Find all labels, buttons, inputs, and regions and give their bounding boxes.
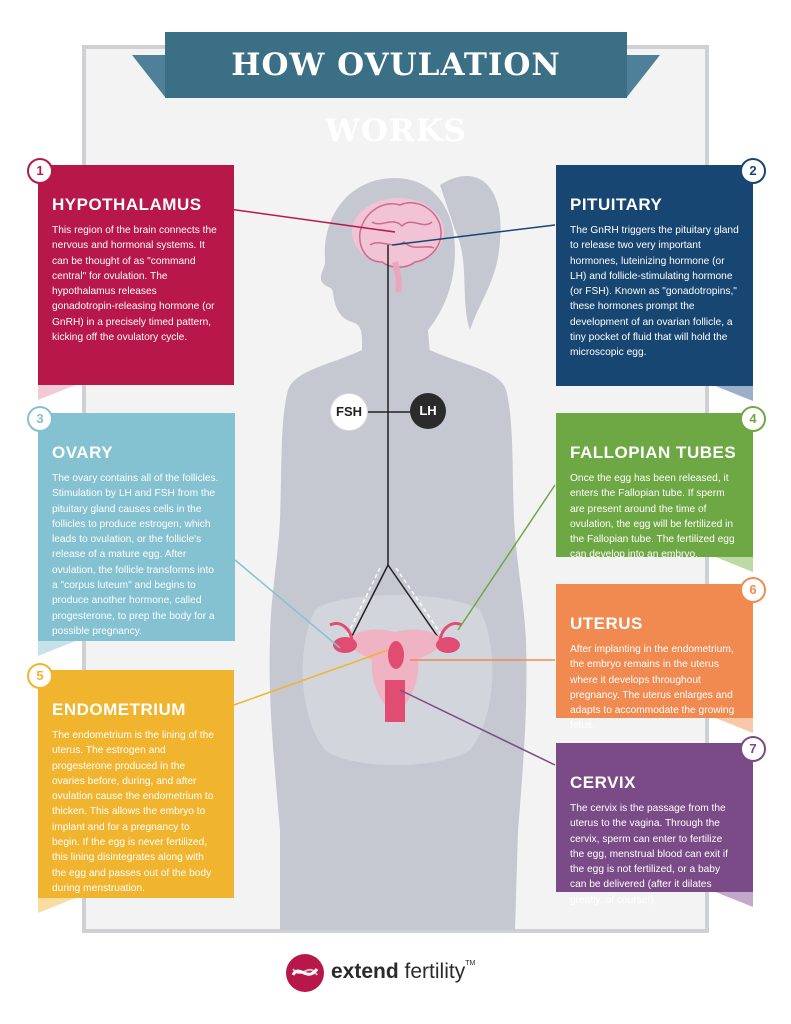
pituitary-box-tab bbox=[713, 385, 753, 401]
banner-fold-right bbox=[627, 55, 660, 97]
ponytail-shape bbox=[440, 176, 501, 330]
endometrium-title: ENDOMETRIUM bbox=[52, 700, 186, 719]
extend-fertility-logo[interactable]: extend fertilityTM bbox=[285, 953, 545, 993]
pituitary-title: PITUITARY bbox=[570, 195, 663, 214]
pathway-right-branch bbox=[387, 564, 441, 641]
fallopian-box: FALLOPIAN TUBES Once the egg has been re… bbox=[556, 413, 753, 560]
fsh-badge: FSH bbox=[330, 393, 368, 431]
cervix-box: CERVIX The cervix is the passage from th… bbox=[556, 743, 753, 906]
logo-wordmark: extend fertilityTM bbox=[331, 960, 475, 984]
endometrium-box: ENDOMETRIUM The endometrium is the linin… bbox=[38, 670, 234, 898]
cervix-number: 7 bbox=[740, 736, 766, 762]
fallopian-box-tab bbox=[713, 556, 753, 572]
fsh-dashed-left bbox=[344, 567, 381, 641]
pointer-cervix bbox=[399, 689, 556, 766]
logo-trademark: TM bbox=[465, 960, 476, 967]
pituitary-box: PITUITARY The GnRH triggers the pituitar… bbox=[556, 165, 753, 386]
fallopian-text: Once the egg has been released, it enter… bbox=[570, 473, 735, 561]
banner-fold-left bbox=[132, 55, 165, 97]
logo-word-extend: extend bbox=[331, 960, 399, 983]
uterus-number: 6 bbox=[740, 577, 766, 603]
ovary-title: OVARY bbox=[52, 443, 114, 462]
ovary-box-tab bbox=[38, 640, 78, 656]
cervix-box-tab bbox=[713, 891, 753, 907]
fallopian-number: 4 bbox=[740, 406, 766, 432]
cervix-title: CERVIX bbox=[570, 773, 636, 792]
lh-badge: LH bbox=[410, 393, 446, 429]
pathway-left-branch bbox=[349, 564, 389, 641]
ovary-text: The ovary contains all of the follicles.… bbox=[52, 473, 219, 637]
hypothalamus-number: 1 bbox=[27, 158, 53, 184]
uterus-text: After implanting in the endometrium, the… bbox=[570, 644, 735, 732]
endometrium-text: The endometrium is the lining of the ute… bbox=[52, 730, 214, 894]
uterus-box: UTERUS After implanting in the endometri… bbox=[556, 584, 753, 731]
logo-word-fertility: fertility bbox=[404, 960, 466, 983]
ovary-box: OVARY The ovary contains all of the foll… bbox=[38, 413, 235, 641]
fallopian-title: FALLOPIAN TUBES bbox=[570, 443, 737, 462]
pointer-fallopian bbox=[457, 484, 556, 631]
uterus-title: UTERUS bbox=[570, 614, 643, 633]
brain-shape bbox=[352, 198, 444, 293]
pointer-ovary bbox=[234, 559, 341, 649]
uterus-box-tab bbox=[713, 717, 753, 733]
endometrium-number: 5 bbox=[27, 663, 53, 689]
hypothalamus-title: HYPOTHALAMUS bbox=[52, 195, 202, 214]
hypothalamus-text: This region of the brain connects the ne… bbox=[52, 225, 217, 344]
pituitary-number: 2 bbox=[740, 158, 766, 184]
page-title: HOW OVULATION WORKS bbox=[165, 32, 627, 149]
uterus-illustration bbox=[329, 622, 463, 722]
pituitary-text: The GnRH triggers the pituitary gland to… bbox=[570, 225, 739, 359]
fsh-dashed-right bbox=[395, 567, 446, 641]
hypothalamus-box: HYPOTHALAMUS This region of the brain co… bbox=[38, 165, 234, 385]
pointer-pituitary bbox=[391, 224, 556, 246]
ovary-number: 3 bbox=[27, 406, 53, 432]
hypothalamus-box-tab bbox=[38, 384, 78, 400]
pointer-endometrium bbox=[233, 649, 389, 706]
endometrium-box-tab bbox=[38, 897, 78, 913]
logo-mark-icon bbox=[286, 954, 324, 992]
cervix-text: The cervix is the passage from the uteru… bbox=[570, 803, 729, 906]
